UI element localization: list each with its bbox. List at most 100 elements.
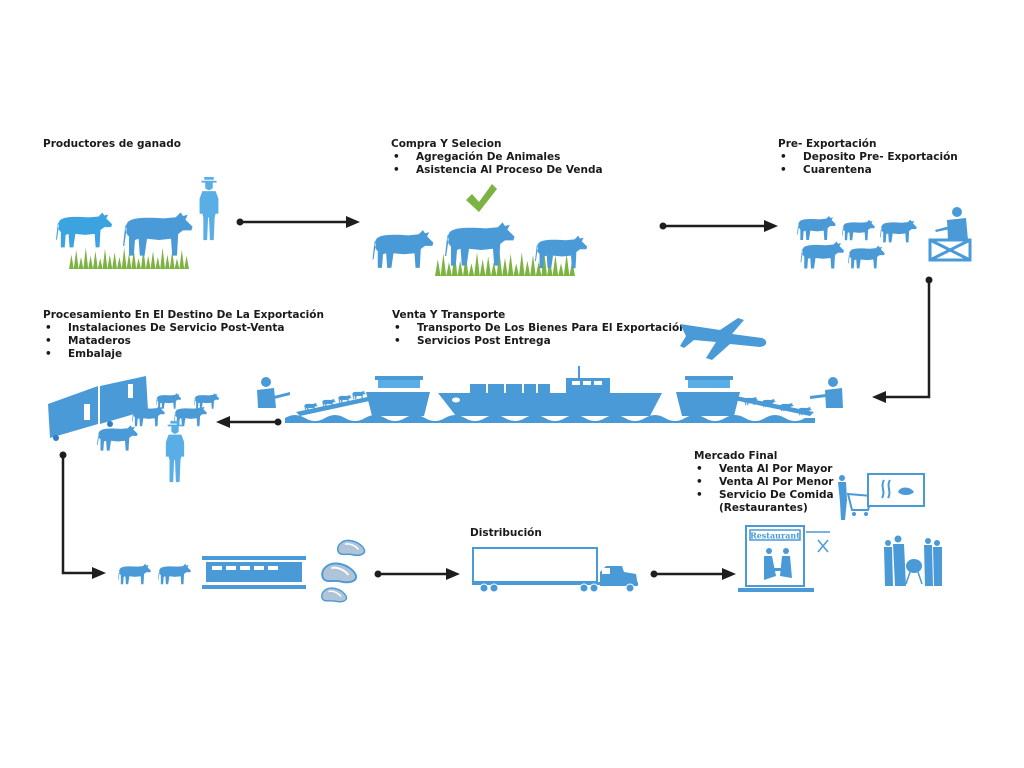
stage-title: Mercado Final xyxy=(694,450,778,462)
stage-procesamiento: Procesamiento En El Destino De La Export… xyxy=(43,309,324,361)
cow-icon xyxy=(372,230,434,268)
bullet: • xyxy=(696,489,703,501)
stage-title: Venta Y Transporte xyxy=(392,309,506,321)
arrow-transport-to-processing xyxy=(216,416,282,428)
handler-icon xyxy=(810,377,843,408)
cow-icon xyxy=(800,241,844,269)
stage-item: • Embalaje xyxy=(43,348,324,361)
bullet: • xyxy=(45,322,52,334)
stage-title: Productores de ganado xyxy=(43,138,181,150)
bullet: • xyxy=(394,335,401,347)
cow-icon xyxy=(842,219,875,241)
final-market-illustration: Restaurant xyxy=(738,473,942,592)
container-ship-icon xyxy=(438,366,662,416)
item-text: Asistencia Al Proceso De Venda xyxy=(416,164,603,176)
stage-title: Distribución xyxy=(470,527,542,539)
handler-icon xyxy=(257,377,290,408)
stage-distribucion: Distribución xyxy=(470,527,542,540)
restaurant-sign: Restaurant xyxy=(750,531,800,541)
water-waves xyxy=(285,415,815,423)
stage-item: • Servicio De Comida (Restaurantes) xyxy=(694,489,844,515)
shopper-icon xyxy=(838,475,874,520)
packing-illustration xyxy=(118,539,366,603)
stage-item: •Venta Al Por Mayor xyxy=(694,463,844,476)
stage-title: Compra Y Selecion xyxy=(391,138,502,150)
cow-icon xyxy=(797,216,836,240)
bullet: • xyxy=(696,463,703,475)
store-display-icon xyxy=(867,473,925,507)
stage-productores: Productores de ganado xyxy=(43,138,181,151)
bullet: • xyxy=(393,151,400,163)
flow-arrows xyxy=(59,216,933,580)
farmer-icon xyxy=(165,420,185,483)
sheep-icon xyxy=(56,212,113,248)
selection-illustration xyxy=(372,184,588,276)
arrow-processing-to-packing xyxy=(59,451,106,579)
cutlery-icon xyxy=(806,531,830,553)
arrow-selection-to-preexport xyxy=(659,220,778,232)
steak-icon xyxy=(321,587,348,603)
stage-compra: Compra Y Selecion • Agregación De Animale… xyxy=(391,138,603,177)
item-text: Instalaciones De Servicio Post-Venta xyxy=(68,322,285,334)
arrow-producers-to-selection xyxy=(236,216,360,228)
bullet: • xyxy=(780,151,787,163)
stage-pre-exportacion: Pre- Exportación • Deposito Pre- Exportac… xyxy=(778,138,958,177)
item-text: Agregación De Animales xyxy=(416,151,561,163)
cow-icon xyxy=(158,563,191,585)
stage-mercado-final: Mercado Final •Venta Al Por Mayor • Venta… xyxy=(694,450,844,515)
stage-item: • Mataderos xyxy=(43,335,324,348)
pre-export-illustration xyxy=(797,207,972,269)
cow-icon xyxy=(848,245,885,269)
arrow-distribution-to-market xyxy=(650,568,736,580)
bullet: • xyxy=(696,476,703,488)
stage-item: • Asistencia Al Proceso De Venda xyxy=(391,164,603,177)
ferry-icon xyxy=(296,376,430,416)
item-text: Servicio De Comida (Restaurantes) xyxy=(719,489,834,514)
item-text: Deposito Pre- Exportación xyxy=(803,151,958,163)
stage-venta-transporte: Venta Y Transporte • Transporto De Los Bi… xyxy=(392,309,687,348)
cow-icon xyxy=(123,212,193,256)
bullet: • xyxy=(45,335,52,347)
stage-item: •Cuarentena xyxy=(778,164,958,177)
stage-title: Procesamiento En El Destino De La Export… xyxy=(43,309,324,321)
cow-icon xyxy=(97,425,138,451)
cow-icon xyxy=(118,563,151,585)
producers-illustration xyxy=(56,176,219,269)
stage-item: • Transporto De Los Bienes Para El Export… xyxy=(392,322,687,335)
transport-illustration xyxy=(257,318,843,423)
item-text: Cuarentena xyxy=(803,164,872,176)
stage-item: • Deposito Pre- Exportación xyxy=(778,151,958,164)
stage-item: • Agregación De Animales xyxy=(391,151,603,164)
bullet: • xyxy=(393,164,400,176)
arrow-packing-to-distribution xyxy=(374,568,460,580)
slaughterhouse-icon xyxy=(202,556,306,589)
cow-icon xyxy=(156,393,182,409)
steak-icon xyxy=(321,562,358,584)
steak-icon xyxy=(337,539,366,557)
bullet: • xyxy=(394,322,401,334)
checkmark-icon xyxy=(466,184,497,212)
pen-gate-icon xyxy=(928,238,972,262)
cow-icon xyxy=(880,219,917,243)
truck-icon xyxy=(472,547,638,593)
barbecue-group-icon xyxy=(884,535,942,586)
airplane-icon xyxy=(680,318,767,360)
bullet: • xyxy=(45,348,52,360)
farmer-icon xyxy=(199,176,219,241)
item-text: Mataderos xyxy=(68,335,131,347)
item-text: Embalaje xyxy=(68,348,123,360)
inspector-icon xyxy=(935,207,968,240)
arrow-preexport-to-transport xyxy=(872,276,933,403)
item-text: Venta Al Por Menor xyxy=(719,476,834,488)
stage-item: • Venta Al Por Menor xyxy=(694,476,844,489)
item-text: Transporto De Los Bienes Para El Exporta… xyxy=(417,322,687,334)
stage-item: • Instalaciones De Servicio Post-Venta xyxy=(43,322,324,335)
ferry-icon xyxy=(676,376,814,416)
diners-icon xyxy=(764,548,792,580)
restaurant-icon: Restaurant xyxy=(738,525,830,592)
processing-illustration xyxy=(48,376,220,483)
cow-icon xyxy=(194,393,220,409)
item-text: Servicios Post Entrega xyxy=(417,335,551,347)
stage-title: Pre- Exportación xyxy=(778,138,877,150)
